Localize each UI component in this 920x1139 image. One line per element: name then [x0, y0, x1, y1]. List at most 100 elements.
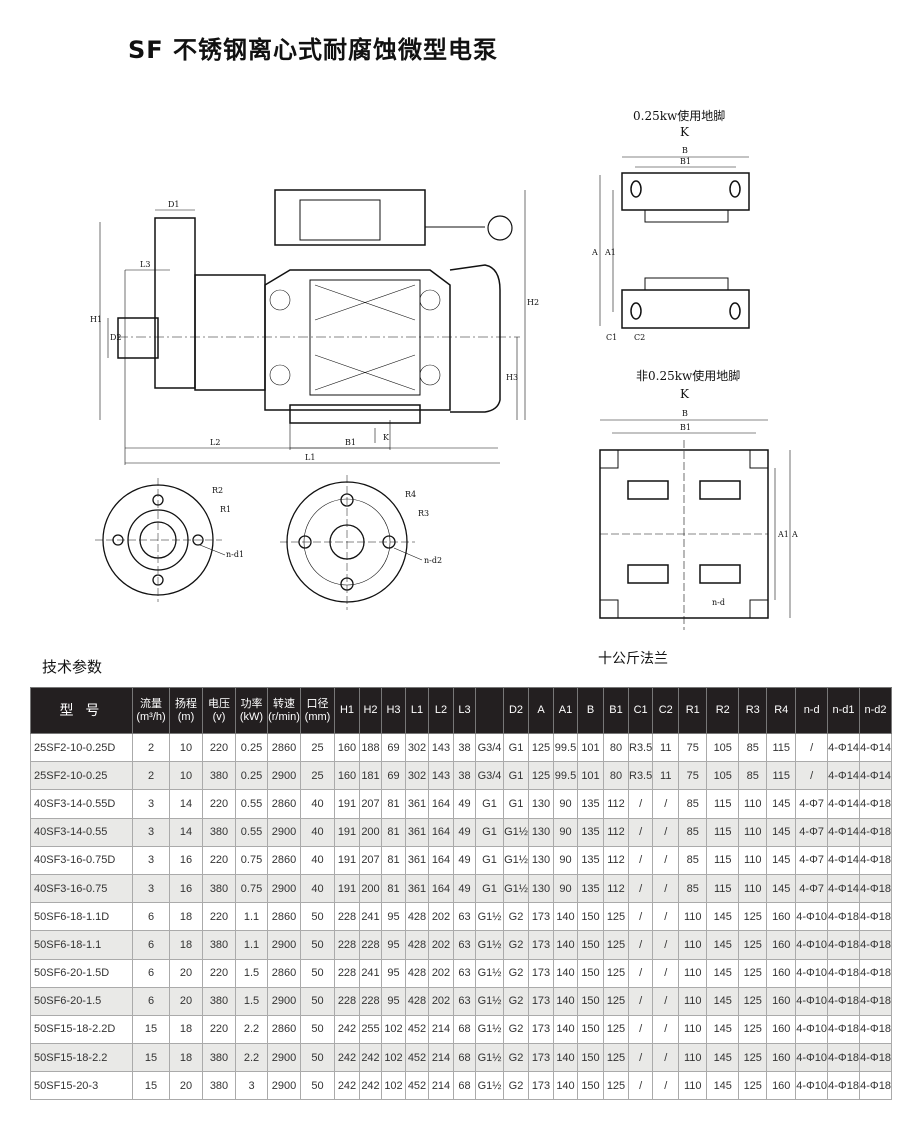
column-header-text: n-d: [803, 704, 820, 716]
table-cell: 160: [766, 1071, 797, 1101]
table-cell: 85: [678, 845, 708, 875]
table-cell: 125: [738, 1071, 768, 1101]
model-cell: 50SF15-20-3: [30, 1071, 133, 1101]
table-cell: 81: [381, 817, 406, 847]
table-cell: 160: [334, 761, 360, 791]
column-header: R2: [706, 687, 740, 734]
label-k: K: [383, 433, 390, 442]
table-cell: 228: [359, 986, 382, 1016]
column-header: A: [528, 687, 554, 734]
column-header-text: 功率: [240, 697, 263, 710]
table-cell: 0.55: [235, 817, 268, 847]
foot2-label-b: B: [682, 409, 688, 418]
foot1-k: K: [680, 125, 690, 139]
label-r1: R1: [220, 505, 231, 514]
table-cell: 125: [603, 986, 629, 1016]
table-cell: 105: [706, 761, 740, 791]
table-cell: 452: [405, 1071, 429, 1101]
table-cell: 101: [577, 732, 604, 763]
table-cell: 99.5: [553, 732, 578, 763]
table-cell: G1: [503, 761, 529, 791]
table-cell: 173: [528, 1071, 554, 1101]
table-cell: 242: [359, 1043, 382, 1073]
table-cell: G2: [503, 1071, 529, 1101]
table-cell: 361: [405, 873, 429, 904]
label-r3: R3: [418, 509, 429, 518]
table-cell: 90: [553, 845, 578, 875]
table-cell: /: [652, 845, 680, 875]
model-cell: 50SF6-20-1.5D: [30, 958, 133, 988]
table-cell: 380: [202, 930, 236, 960]
table-cell: 228: [359, 930, 382, 960]
table-cell: 160: [766, 1014, 797, 1045]
table-cell: 228: [334, 986, 360, 1016]
table-cell: 150: [577, 1014, 604, 1045]
table-cell: 4-Φ18: [827, 930, 861, 960]
table-cell: 3: [132, 873, 170, 904]
label-l1: L1: [305, 453, 315, 462]
foot2-label-a: A: [791, 530, 798, 539]
column-header: C1: [627, 687, 654, 734]
table-cell: /: [627, 902, 654, 932]
column-header-text: B1: [609, 704, 623, 716]
table-cell: 241: [359, 902, 382, 932]
column-header-text: L2: [434, 704, 448, 716]
table-cell: 40: [300, 817, 335, 847]
table-cell: G1½: [475, 1071, 504, 1101]
table-cell: 164: [428, 817, 454, 847]
table-cell: 145: [706, 1071, 740, 1101]
table-cell: 50: [300, 1071, 335, 1101]
table-cell: 181: [359, 761, 382, 791]
table-cell: 50: [300, 986, 335, 1016]
column-header-text: 电压: [208, 697, 230, 710]
table-cell: 18: [169, 930, 203, 960]
table-cell: 125: [738, 1014, 768, 1045]
table-cell: 255: [359, 1014, 382, 1045]
table-cell: 125: [738, 986, 768, 1016]
table-cell: 145: [706, 902, 740, 932]
column-header: L2: [428, 687, 454, 734]
foot1-label-b1: B1: [680, 157, 691, 166]
table-cell: 214: [428, 1014, 454, 1045]
column-header-text: R2: [715, 704, 730, 716]
table-cell: 4-Φ18: [827, 902, 861, 932]
table-cell: 102: [381, 1043, 406, 1073]
column-header-text: (m): [177, 710, 195, 723]
table-cell: 95: [381, 986, 406, 1016]
table-cell: 302: [405, 732, 429, 763]
pump-side-view: [117, 189, 520, 424]
table-cell: 1.5: [235, 958, 268, 988]
table-cell: 69: [381, 761, 406, 791]
table-cell: 150: [577, 1071, 604, 1101]
table-cell: 188: [359, 732, 382, 763]
table-cell: 15: [132, 1071, 170, 1101]
table-cell: 202: [428, 986, 454, 1016]
table-cell: 25: [300, 761, 335, 791]
column-header: C2: [652, 687, 680, 734]
table-cell: 10: [169, 732, 203, 763]
table-cell: 173: [528, 1043, 554, 1073]
column-header: D2: [503, 687, 529, 734]
table-cell: 207: [359, 789, 382, 819]
table-cell: 4-Φ7: [795, 845, 829, 875]
table-cell: 242: [334, 1071, 360, 1101]
table-cell: 125: [738, 902, 768, 932]
table-cell: 6: [132, 902, 170, 932]
column-header-text: R1: [685, 704, 700, 716]
table-cell: 115: [766, 761, 797, 791]
table-cell: 2900: [267, 1071, 301, 1101]
table-cell: G1: [503, 789, 529, 819]
table-cell: 361: [405, 845, 429, 875]
foot2-k: K: [680, 387, 690, 401]
table-cell: 85: [678, 873, 708, 904]
table-cell: 2: [132, 761, 170, 791]
table-cell: 428: [405, 958, 429, 988]
table-cell: 130: [528, 789, 554, 819]
table-cell: 102: [381, 1014, 406, 1045]
table-cell: 95: [381, 958, 406, 988]
